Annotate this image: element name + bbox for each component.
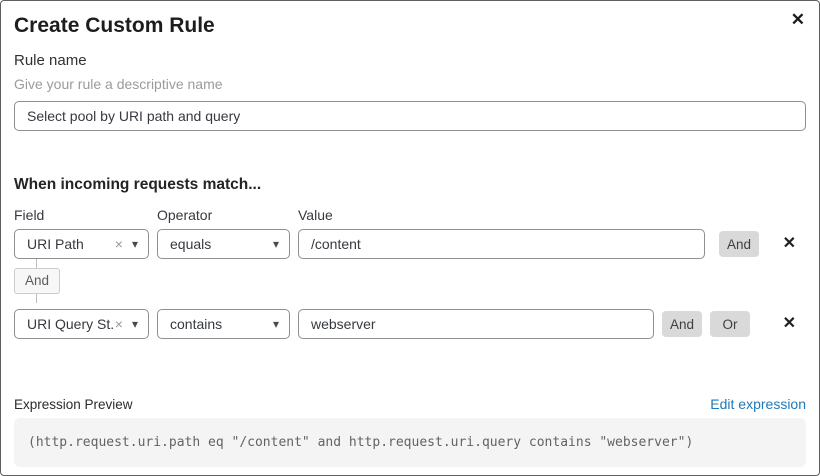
value-input[interactable] [298, 229, 705, 259]
expression-code: (http.request.uri.path eq "/content" and… [14, 418, 806, 467]
field-column-label: Field [14, 207, 45, 223]
field-select-value: URI Path [27, 236, 84, 252]
value-input[interactable] [298, 309, 654, 339]
caret-down-icon: ▾ [131, 317, 138, 331]
expression-preview-label: Expression Preview [14, 396, 133, 412]
condition-column-headers: Field Operator Value [14, 208, 806, 223]
field-select[interactable]: URI Path × ▾ [14, 229, 149, 259]
match-heading: When incoming requests match... [14, 176, 262, 193]
caret-down-icon: ▾ [272, 317, 279, 331]
and-button[interactable]: And [719, 231, 759, 257]
clear-selection-icon[interactable]: × [114, 236, 123, 252]
and-button[interactable]: And [662, 311, 702, 337]
caret-down-icon: ▾ [272, 237, 279, 251]
expression-header: Expression Preview Edit expression [14, 396, 806, 412]
operator-column-label: Operator [157, 207, 213, 223]
field-select[interactable]: URI Query St... × ▾ [14, 309, 149, 339]
field-select-value: URI Query St... [27, 316, 115, 332]
condition-row: URI Query St... × ▾ contains ▾ And Or ✕ [14, 309, 806, 339]
dialog-title: Create Custom Rule [14, 14, 215, 37]
caret-down-icon: ▾ [131, 237, 138, 251]
connector-line [36, 294, 37, 303]
operator-select[interactable]: equals ▾ [157, 229, 290, 259]
rule-name-label: Rule name [14, 52, 87, 69]
or-button[interactable]: Or [710, 311, 750, 337]
rule-name-input[interactable] [14, 101, 806, 131]
clear-selection-icon[interactable]: × [114, 316, 123, 332]
edit-expression-link[interactable]: Edit expression [710, 396, 806, 412]
value-column-label: Value [298, 207, 333, 223]
connector-line [36, 259, 37, 268]
rule-name-helper: Give your rule a descriptive name [14, 76, 223, 92]
close-icon[interactable]: ✕ [787, 7, 809, 32]
operator-select-value: equals [170, 236, 212, 252]
remove-condition-icon[interactable]: ✕ [782, 235, 796, 252]
condition-row: URI Path × ▾ equals ▾ And ✕ [14, 229, 806, 259]
remove-condition-icon[interactable]: ✕ [782, 315, 796, 332]
and-connector-chip: And [14, 268, 61, 294]
operator-select[interactable]: contains ▾ [157, 309, 290, 339]
condition-connector: And [14, 259, 806, 303]
operator-select-value: contains [170, 316, 223, 332]
